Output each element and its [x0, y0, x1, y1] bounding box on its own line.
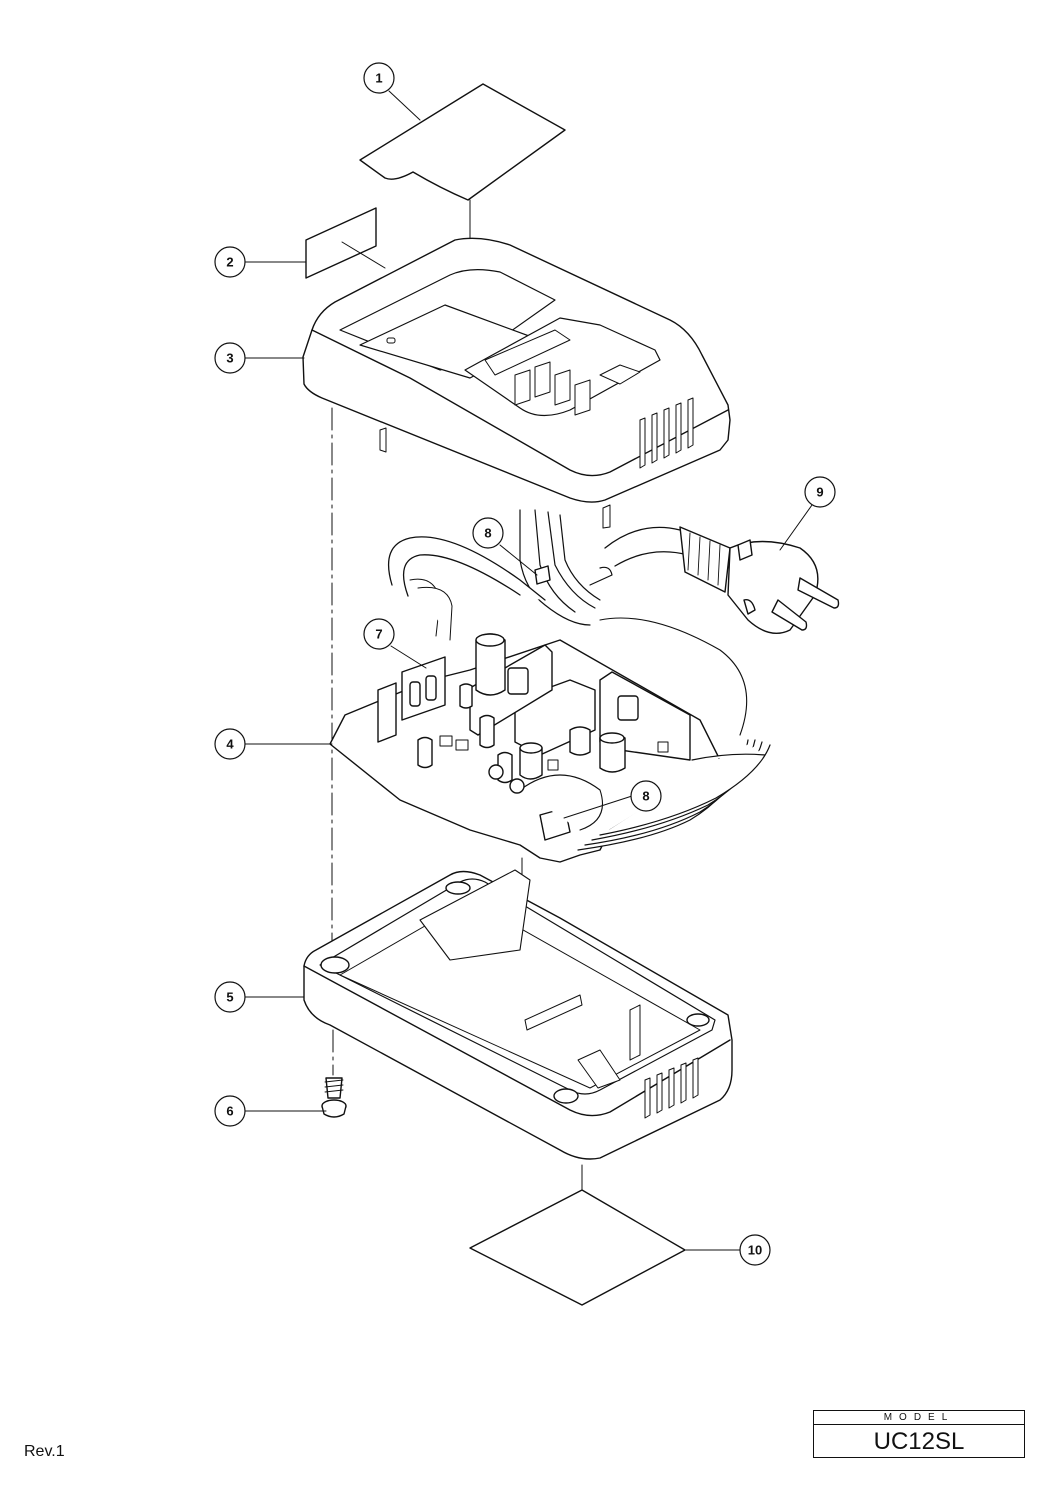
- circuit-board: [329, 617, 771, 863]
- callout-5: [214, 981, 246, 1013]
- model-caption: MODEL: [814, 1411, 1024, 1425]
- callout-number-7: 7: [375, 627, 382, 642]
- small-label-leader: [341, 241, 386, 269]
- capacitors: [417, 633, 626, 784]
- callout-7: [363, 618, 395, 650]
- bottom-sheet: [469, 1189, 686, 1306]
- model-box: MODEL UC12SL: [813, 1410, 1025, 1458]
- callout-8-lower: [630, 780, 662, 812]
- revision-label: Rev.1: [24, 1443, 65, 1460]
- name-plate-label: [359, 83, 566, 201]
- callout-number-10: 10: [748, 1243, 762, 1258]
- callout-number-3: 3: [226, 351, 233, 366]
- callout-numbers: 1 2 3 4 5 6 7 8 8 9 10: [226, 71, 823, 1258]
- model-name: UC12SL: [873, 1428, 965, 1455]
- callout-1: [363, 62, 395, 94]
- callout-8-upper: [472, 517, 504, 549]
- callout-3: [214, 342, 246, 374]
- callout-9: [804, 476, 836, 508]
- callouts: [214, 62, 836, 1266]
- callout-number-4: 4: [226, 737, 234, 752]
- callout-number-8-lower: 8: [642, 789, 649, 804]
- lower-vent-slots: [644, 1057, 699, 1119]
- wire-harness: [577, 739, 771, 851]
- plug-strain-relief: [679, 526, 731, 593]
- callout-10: [739, 1234, 771, 1266]
- cable-tie-upper: [534, 565, 551, 585]
- callout-number-8-upper: 8: [484, 526, 491, 541]
- callout-number-2: 2: [226, 255, 233, 270]
- contact-terminals: [514, 361, 641, 416]
- callout-2: [214, 246, 246, 278]
- upper-housing: [302, 237, 731, 529]
- fuse-block: [377, 656, 446, 743]
- callout-6: [214, 1095, 246, 1127]
- tapping-screw: [321, 1077, 347, 1118]
- callout-number-1: 1: [375, 71, 382, 86]
- small-label: [305, 207, 377, 279]
- callout-number-6: 6: [226, 1104, 233, 1119]
- lower-housing: [303, 869, 733, 1160]
- callout-4: [214, 728, 246, 760]
- callout-number-5: 5: [226, 990, 233, 1005]
- upper-vent-slots: [639, 397, 694, 469]
- callout-number-9: 9: [816, 485, 823, 500]
- power-cord-assembly: [388, 509, 840, 641]
- leader-lines: [244, 90, 813, 1251]
